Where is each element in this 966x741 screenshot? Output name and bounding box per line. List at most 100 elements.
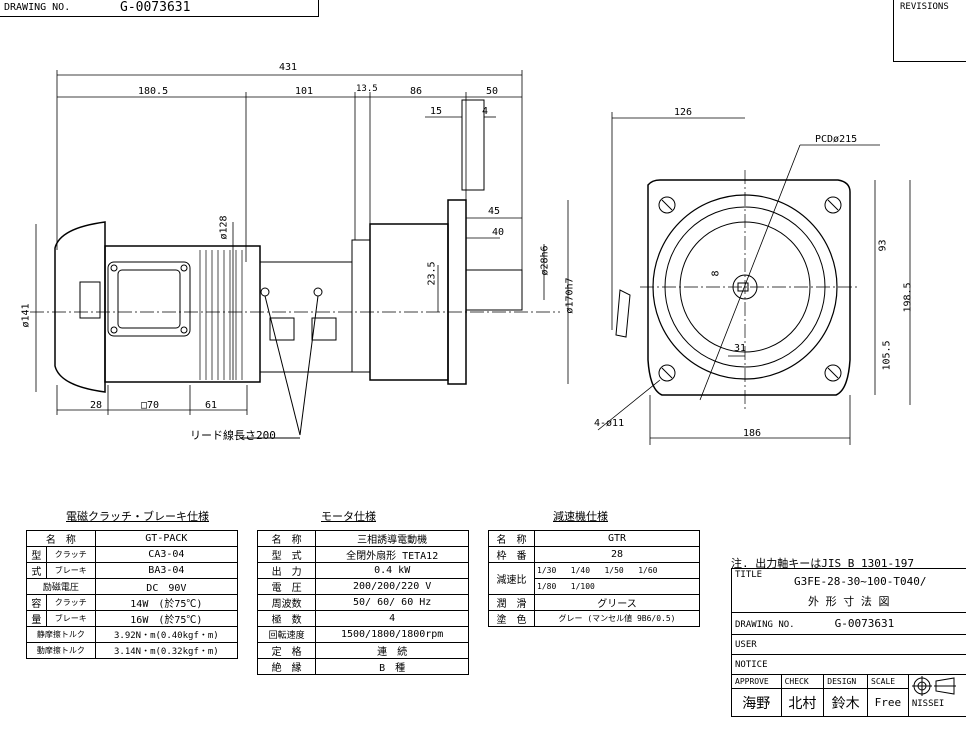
table-cell: 潤 滑: [487, 594, 536, 611]
tb-drawing-no-value: G-0073631: [834, 617, 895, 630]
table-cell: 減速比: [487, 562, 536, 595]
table-cell: 周波数: [256, 594, 317, 611]
table-row: 名 称 GT-PACK: [26, 530, 239, 547]
revisions-box: REVISIONS: [893, 0, 966, 62]
table-cell: 連 続: [315, 642, 469, 659]
table-cell: クラッチ: [45, 546, 96, 563]
dim-86: 86: [410, 86, 423, 97]
ratio-value: 1/100: [570, 582, 595, 591]
dim-overall: 431: [279, 62, 298, 73]
dim-23: 23.5: [426, 261, 438, 286]
table-cell: GTR: [534, 530, 700, 547]
tb-drawing-no-label: DRAWING NO.: [735, 620, 795, 630]
dim-126: 126: [674, 107, 693, 118]
dim-4: 4: [482, 106, 489, 117]
ratio-value: 1/30: [537, 566, 557, 575]
front-view: [615, 170, 860, 410]
table-cell: 1500/1800/1800rpm: [315, 626, 469, 643]
scale-label: SCALE: [867, 674, 909, 689]
title-block: TITLE G3FE-28-30~100-T040/ 外 形 寸 法 図 DRA…: [731, 568, 966, 717]
table-cell: 量: [26, 610, 47, 627]
ratio-value: 1/40: [570, 566, 591, 575]
title-block-row: USER: [731, 634, 966, 655]
table-cell: 名 称: [256, 530, 317, 547]
ratio-value: 1/50: [604, 566, 624, 575]
dim-180: 180.5: [138, 86, 169, 97]
dim-105: 105.5: [881, 340, 893, 371]
dim-45: 45: [488, 206, 501, 217]
table-cell: 塗 色: [487, 610, 536, 627]
dim-61: 61: [205, 400, 218, 411]
dim-hole: 4-ø11: [594, 418, 625, 429]
table-row: 静摩擦トルク 3.92N・m(0.40kgf・m): [26, 626, 239, 643]
table-cell: BA3-04: [94, 562, 239, 579]
title-block-row: NOTICE: [731, 654, 966, 675]
company-name: NISSEI: [911, 699, 945, 709]
dim-31: 31: [734, 343, 747, 354]
front-dimensions: [597, 112, 911, 445]
title-line-2: 外 形 寸 法 図: [808, 595, 890, 608]
dim-phi28: ø28h6: [539, 245, 551, 276]
title-cell: TITLE G3FE-28-30~100-T040/ 外 形 寸 法 図: [731, 568, 966, 613]
approve-label: APPROVE: [731, 674, 782, 689]
table-cell: 1/80 1/100: [534, 578, 700, 595]
table-cell: 定 格: [256, 642, 317, 659]
table-cell: グリース: [534, 594, 700, 611]
projection-symbol-icon: [911, 676, 956, 696]
table-cell: 型: [26, 546, 47, 563]
dim-50: 50: [486, 86, 499, 97]
clutch-spec-title: 電磁クラッチ・ブレーキ仕様: [66, 510, 209, 523]
dim-101: 101: [295, 86, 314, 97]
design-label: DESIGN: [823, 674, 868, 689]
engineering-drawing: [30, 70, 911, 445]
check-label: CHECK: [780, 674, 825, 689]
dim-15: 15: [430, 106, 443, 117]
table-cell: 電 圧: [256, 578, 317, 595]
title-block-row: DRAWING NO. G-0073631: [731, 612, 966, 635]
table-cell: 3.92N・m(0.40kgf・m): [94, 626, 239, 643]
table-cell: グレー (マンセル値 9B6/0.5): [534, 610, 700, 627]
notice-cell: NOTICE: [731, 654, 966, 675]
table-cell: 型 式: [256, 546, 317, 563]
table-cell: B 種: [315, 658, 469, 675]
table-cell: 枠 番: [487, 546, 536, 563]
drawing-no-cell: DRAWING NO. G-0073631: [731, 612, 966, 635]
table-cell: 全閉外扇形 TETA12: [315, 546, 469, 563]
table-row: 型 式全閉外扇形 TETA12: [256, 546, 469, 563]
table-cell: 出 力: [256, 562, 317, 579]
approve-name: 海野: [731, 688, 782, 717]
table-cell: 三相誘導電動機: [315, 530, 469, 547]
table-cell: 4: [315, 610, 469, 627]
motor-spec-title: モータ仕様: [321, 510, 376, 523]
table-cell: ブレーキ: [45, 610, 96, 627]
table-cell: DC 90V: [94, 578, 239, 595]
dim-13: 13.5: [356, 84, 378, 94]
table-row: 型 クラッチ CA3-04: [26, 546, 239, 563]
reducer-spec-title: 減速機仕様: [553, 510, 608, 523]
table-cell: 200/200/220 V: [315, 578, 469, 595]
dim-198: 198.5: [902, 282, 914, 313]
side-dimensions: [35, 70, 569, 415]
title-label: TITLE: [735, 570, 763, 580]
dim-phi141: ø141: [20, 303, 32, 328]
table-row: 容 クラッチ 14W (於75℃): [26, 594, 239, 611]
table-row: 減速比 1/30 1/40 1/50 1/60: [487, 562, 700, 595]
table-cell: 静摩擦トルク: [26, 626, 96, 643]
dim-186: 186: [743, 428, 762, 439]
dim-28: 28: [90, 400, 103, 411]
side-view: [30, 99, 560, 439]
note-text: 注. 出力軸キーはJIS B 1301-197: [731, 557, 914, 570]
table-row: 式 ブレーキ BA3-04: [26, 562, 239, 579]
dim-phi170: ø170h7: [564, 277, 576, 314]
dim-sq70: □70: [141, 400, 160, 411]
table-row: 励磁電圧 DC 90V: [26, 578, 239, 595]
title-line-1: G3FE-28-30~100-T040/: [794, 575, 927, 588]
